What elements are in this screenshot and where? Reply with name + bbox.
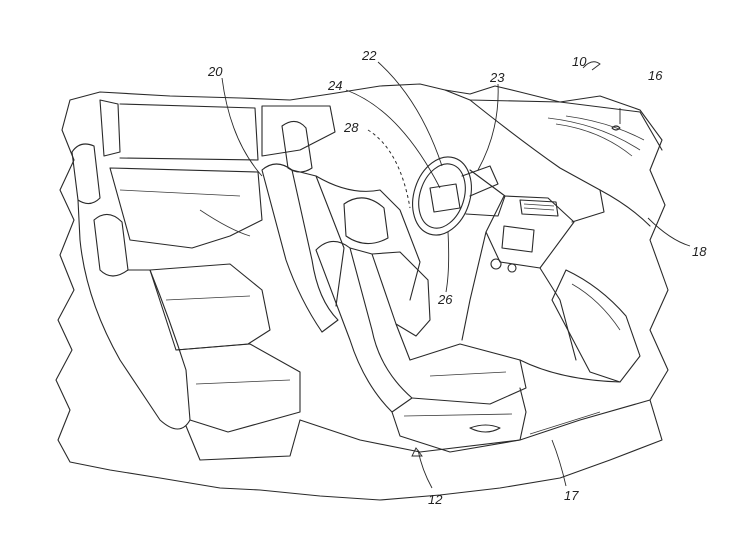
- reference-numerals: 10 16 22 23 24 28 20 18 26 12 17: [207, 48, 707, 507]
- dashboard: [461, 99, 651, 383]
- leader-20: [221, 77, 263, 177]
- rear-seat-right: [261, 120, 421, 333]
- leader-12: [417, 449, 433, 489]
- label-23: 23: [489, 70, 505, 85]
- label-12: 12: [428, 492, 443, 507]
- floor-panel: [299, 399, 651, 453]
- leader-28: [367, 129, 411, 209]
- leader-23: [477, 83, 499, 171]
- leader-lines: [221, 61, 691, 489]
- windshield: [444, 89, 663, 157]
- label-22: 22: [361, 48, 377, 63]
- leader-26: [445, 231, 450, 293]
- leader-17: [551, 439, 567, 487]
- label-24: 24: [327, 78, 342, 93]
- label-10: 10: [572, 54, 587, 69]
- rear-window: [99, 99, 336, 249]
- label-20: 20: [207, 64, 223, 79]
- steering-wheel: [412, 156, 506, 236]
- label-17: 17: [564, 488, 579, 503]
- leader-10: [582, 61, 601, 71]
- label-16: 16: [648, 68, 663, 83]
- rear-seat-left: [71, 143, 301, 461]
- leader-22: [377, 61, 443, 167]
- cutaway-boundary: [55, 83, 669, 501]
- label-28: 28: [343, 120, 359, 135]
- leader-18: [647, 217, 691, 247]
- label-18: 18: [692, 244, 707, 259]
- leader-24: [345, 89, 441, 189]
- front-seat: [315, 197, 527, 453]
- label-26: 26: [437, 292, 453, 307]
